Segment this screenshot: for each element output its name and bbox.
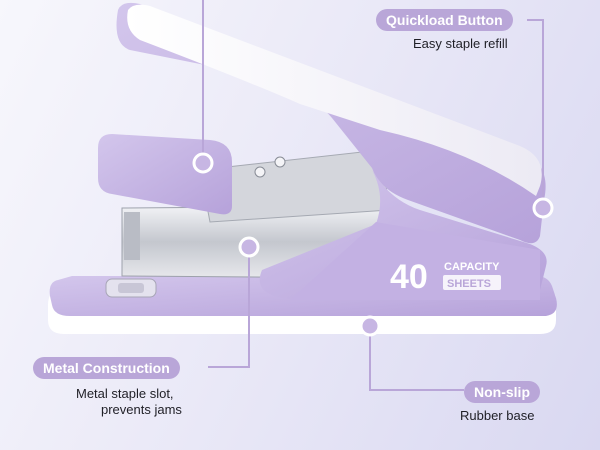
top-dot (192, 152, 214, 174)
callout-dots (192, 152, 554, 337)
metal-staple-slot (121, 149, 393, 279)
capacity-number: 40 (390, 258, 428, 296)
nonslip-leader (369, 326, 464, 391)
quickload-dot (532, 197, 554, 219)
non-slip-description: Rubber base (460, 408, 535, 423)
metal-leader (208, 248, 250, 368)
stapler-nose (98, 134, 232, 215)
metal-construction-description-1: Metal staple slot, (76, 386, 174, 401)
capacity-label: CAPACITY (444, 261, 500, 273)
metal-construction-label: Metal Construction (33, 357, 180, 379)
sheets-label-box (443, 275, 501, 290)
sheets-label: SHEETS (447, 278, 491, 290)
capacity-badge: 40 CAPACITY SHEETS (390, 258, 501, 296)
quickload-leader (527, 19, 544, 206)
metal-construction-description-2: prevents jams (101, 402, 182, 417)
metal-dot (238, 236, 260, 258)
quickload-button-label: Quickload Button (376, 9, 513, 31)
non-slip-label: Non-slip (464, 381, 540, 403)
callout-lines (202, 0, 544, 391)
nonslip-dot (359, 315, 381, 337)
stapler-top-arm (116, 2, 546, 244)
quickload-button-description: Easy staple refill (413, 36, 508, 51)
